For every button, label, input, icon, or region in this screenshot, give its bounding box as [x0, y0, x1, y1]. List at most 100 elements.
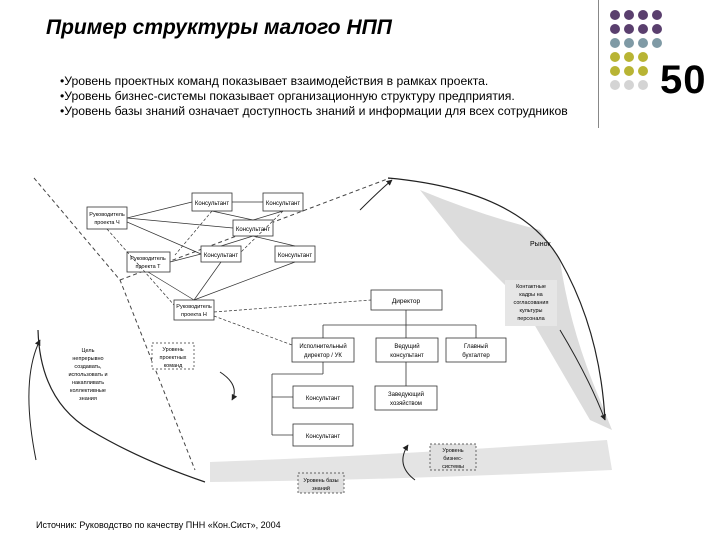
lead-consultant-box: Ведущий консультант [375, 337, 439, 363]
level-text: Уровень базы [303, 478, 338, 484]
director-to-manager-dash [213, 299, 372, 346]
director-label: Директор [392, 298, 421, 305]
consultant-box-top2: Консультант [262, 192, 304, 212]
decorative-dot [624, 24, 634, 34]
business-system-links [271, 310, 477, 436]
knowledge-goal-note: Цель непрерывно создавать, использовать … [68, 348, 107, 402]
consultant-box-right: Консультант [274, 245, 316, 263]
note-text: накапливать [72, 380, 104, 386]
decorative-dot [638, 38, 648, 48]
note-text: Цель [81, 348, 94, 354]
decorative-dot [652, 38, 662, 48]
right-arrow [559, 329, 606, 421]
note-text: создавать, [74, 364, 102, 370]
note-text: культуры [519, 308, 542, 314]
consultant-label: Консультант [204, 253, 239, 259]
business-system-level-box: Уровень бизнес- системы [429, 443, 477, 471]
decorative-dot [638, 52, 648, 62]
decorative-dot [610, 80, 620, 90]
director-box: Директор [370, 289, 443, 311]
note-text: знания [79, 396, 97, 402]
level-text: команд [164, 363, 183, 369]
level-text: системы [442, 464, 464, 470]
consultant-label: Консультант [306, 396, 341, 402]
consultant-label: Консультант [266, 201, 301, 207]
source-note: Источник: Руководство по качеству ПНН «К… [36, 520, 281, 530]
decorative-dot [624, 38, 634, 48]
slide-number: 50 [660, 58, 707, 102]
note-text: коллективные [70, 388, 106, 394]
note-text: кадры на [519, 292, 543, 298]
project-team-links [126, 201, 296, 301]
left-boundary-curve [37, 329, 206, 483]
bullet-list: •Уровень проектных команд показывает вза… [60, 74, 600, 119]
decorative-dot [624, 66, 634, 76]
consultant-box-top1: Консультант [191, 192, 233, 212]
knowledge-base-level-box: Уровень базы знаний [297, 472, 345, 494]
chief-label: бухгалтер [462, 353, 490, 359]
manager-box-c: Руководитель проекта Н [173, 299, 215, 321]
manager-box-a: Руководитель проекта Ч [86, 206, 128, 230]
deputy-label: Исполнительный [299, 343, 346, 350]
bullet-item: •Уровень проектных команд показывает вза… [60, 74, 489, 88]
decorative-dot [610, 38, 620, 48]
top-arrow [359, 179, 393, 211]
decorative-dot [624, 80, 634, 90]
level-text: Уровень [162, 347, 183, 353]
consultant-box-left: Консультант [200, 245, 242, 263]
market-region [420, 190, 612, 430]
decorative-dot [638, 24, 648, 34]
consultant-label: Консультант [278, 253, 313, 259]
manager-label: Руководитель [130, 256, 166, 262]
level-text: бизнес- [443, 456, 463, 462]
decorative-dot [652, 10, 662, 20]
manager-label: Руководитель [176, 304, 212, 310]
consultant-box-low1: Консультант [292, 385, 354, 409]
lead-label: Ведущий [394, 343, 419, 350]
bullet-item: •Уровень бизнес-системы показывает орган… [60, 89, 515, 103]
deputy-label: директор / УК [304, 353, 342, 359]
divider-line [598, 0, 599, 128]
left-long-arrow [28, 339, 41, 461]
level-text: Уровень [442, 448, 463, 454]
consultant-label: Консультант [236, 227, 271, 233]
note-text: согласования [514, 300, 549, 306]
note-text: использовать и [68, 372, 107, 378]
project-team-curved-arrow [219, 371, 238, 401]
manager-box-b: Руководитель проекта Т [126, 251, 171, 273]
market-label: Рынок [530, 241, 551, 248]
market-band [210, 440, 612, 482]
chief-accountant-box: Главный бухгалтер [445, 337, 507, 363]
decorative-dot [638, 10, 648, 20]
note-text: Контактные [516, 284, 546, 290]
note-text: непрерывно [72, 356, 103, 362]
decorative-dot [624, 10, 634, 20]
dashed-links [106, 210, 284, 306]
decorative-dot [624, 52, 634, 62]
consultant-label: Консультант [195, 201, 230, 207]
page-title: Пример структуры малого НПП [46, 16, 392, 39]
decorative-dot-grid [610, 10, 668, 100]
project-team-level-box: Уровень проектных команд [151, 342, 195, 370]
level-text: знаний [312, 485, 330, 492]
consultant-label: Консультант [306, 434, 341, 440]
chief-label: Главный [464, 343, 488, 350]
head-of-household-box: Заведующий хозяйством [374, 385, 438, 411]
head-label: Заведующий [388, 391, 424, 398]
deputy-box: Исполнительный директор / УК [291, 337, 355, 363]
lead-label: консультант [390, 353, 424, 359]
decorative-dot [610, 66, 620, 76]
dashed-triangle-right [119, 177, 391, 281]
bullet-item: •Уровень базы знаний означает доступност… [60, 104, 568, 118]
manager-label: проекта Н [181, 312, 207, 318]
consultant-box-mid: Консультант [232, 219, 274, 237]
head-label: хозяйством [390, 400, 422, 407]
note-text: персонала [517, 316, 545, 322]
manager-label: Руководитель [89, 212, 125, 218]
decorative-dot [610, 10, 620, 20]
manager-label: проекта Т [135, 264, 161, 270]
decorative-dot [610, 52, 620, 62]
manager-label: проекта Ч [94, 220, 120, 226]
consultant-box-low2: Консультант [292, 423, 354, 447]
